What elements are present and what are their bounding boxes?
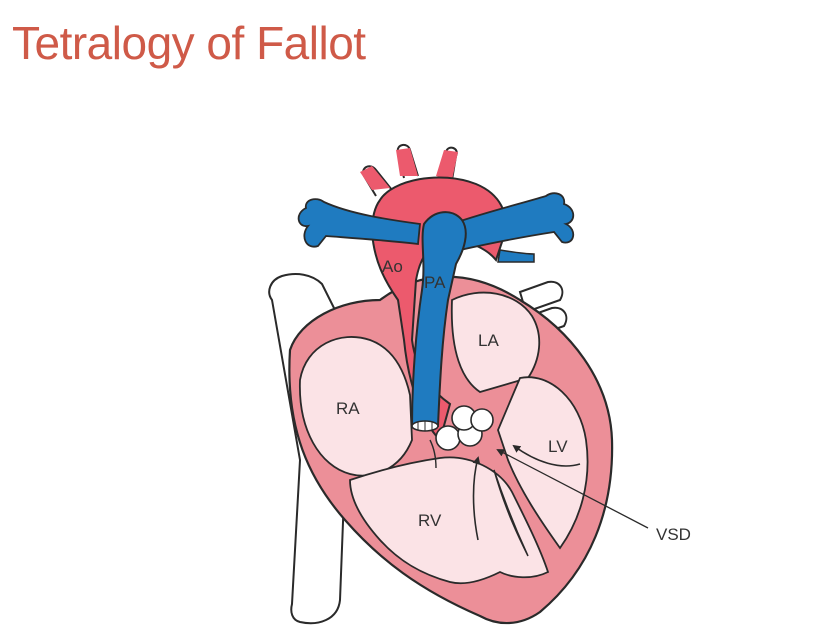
pulmonary-artery [410, 211, 467, 427]
label-lv: LV [548, 437, 568, 456]
label-vsd: VSD [656, 525, 691, 544]
pulmonary-vein-upper [518, 280, 564, 314]
right-atrium-chamber [299, 336, 413, 477]
left-ventricle-chamber [497, 376, 589, 550]
flow-arrow-lv [512, 444, 581, 467]
flow-arrow-ra [429, 439, 437, 469]
label-rv: RV [418, 511, 442, 530]
pulmonary-artery-small-branch [497, 249, 535, 263]
left-atrium-chamber [450, 291, 541, 393]
pulmonary-artery-right-branch [444, 192, 575, 252]
aorta-branches-fill [360, 148, 458, 190]
slide-title: Tetralogy of Fallot [12, 17, 366, 69]
aortic-valve [435, 405, 494, 451]
ventricular-septum [493, 469, 529, 557]
label-ra: RA [336, 399, 360, 418]
label-la: LA [478, 331, 499, 350]
label-ao: Ao [382, 257, 403, 276]
pulmonary-artery-left-branch [297, 198, 421, 248]
right-ventricle-chamber [349, 456, 550, 585]
vsd-leader-line [496, 449, 649, 529]
flow-arrow-rv [472, 456, 481, 541]
label-pa: PA [424, 273, 446, 292]
pulmonary-valve [411, 420, 439, 432]
